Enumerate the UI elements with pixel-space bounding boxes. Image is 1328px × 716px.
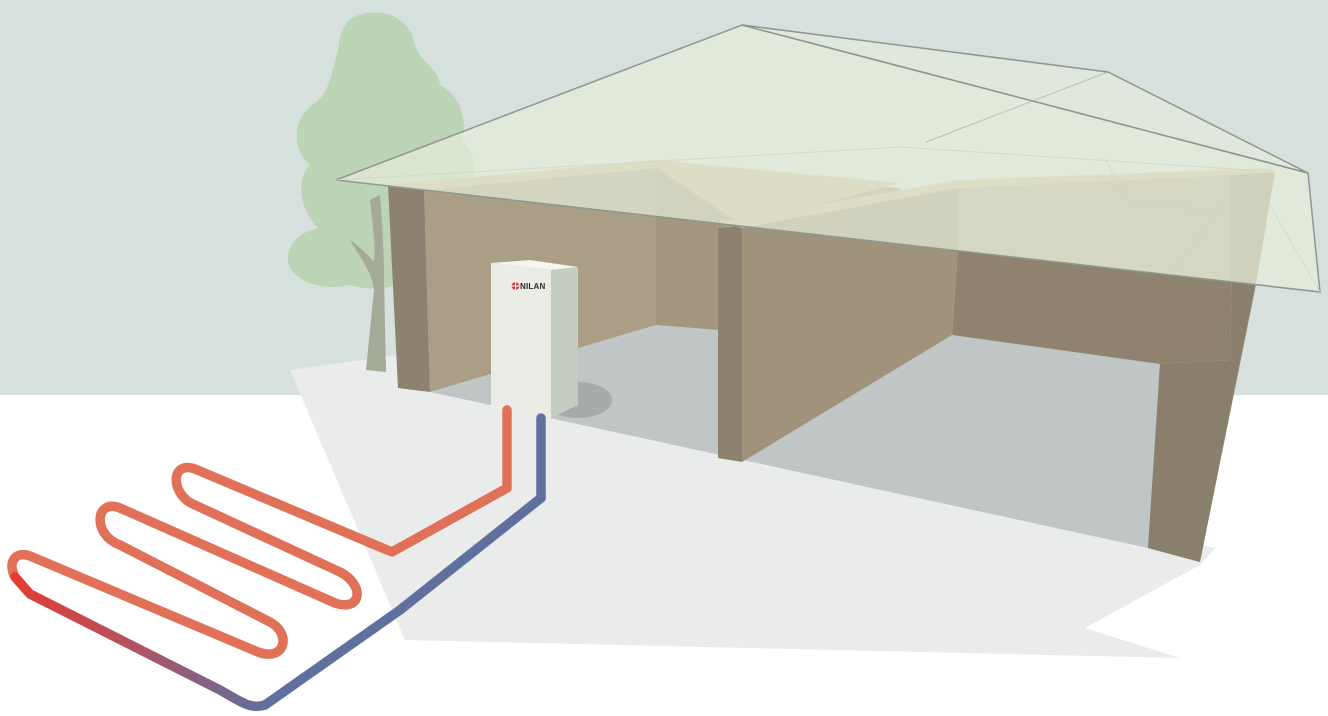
unit-brand-label: NILAN	[520, 282, 545, 291]
unit-side	[551, 267, 578, 418]
partition-wall-end	[718, 225, 742, 462]
nilan-cross-logo-icon	[512, 282, 520, 290]
heat-pump-unit: NILAN	[491, 260, 578, 418]
